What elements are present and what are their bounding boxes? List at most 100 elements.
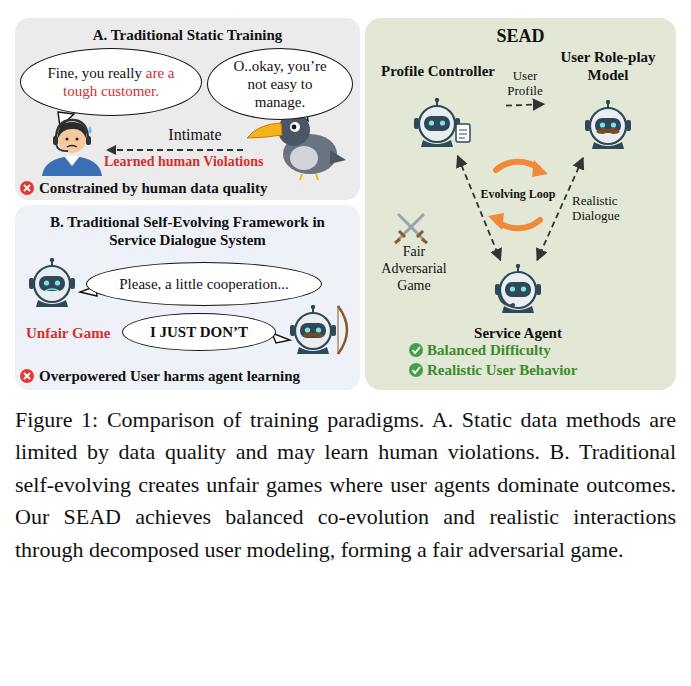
loop-label: Evolving Loop <box>478 187 558 201</box>
evolving-loop-arrows-part <box>498 220 540 228</box>
strong-user-robot-part <box>290 305 336 354</box>
text-holder: O..okay, you’re not easy to manage. <box>222 57 337 111</box>
crossed-swords-part <box>422 239 427 243</box>
cross-icon-part <box>20 181 34 195</box>
human-agent-figure-part <box>53 136 58 145</box>
text-holder: B. Traditional Self-Evolving Framework i… <box>50 213 326 249</box>
imitation-arrow-part <box>114 149 243 151</box>
robot-bird-figure-part <box>290 146 318 170</box>
agent-node: Service Agent <box>463 262 573 344</box>
panel-backgrounds-part <box>15 18 360 200</box>
agent-node: User Role-play Model <box>546 48 670 156</box>
speech-bubble: O..okay, you’re not easy to manage. <box>207 48 353 120</box>
speech-bubble: I JUST DON’T <box>122 313 276 351</box>
service-agent-robot <box>495 264 541 313</box>
human-agent-figure-part <box>56 120 88 140</box>
human-agent-figure-part <box>56 144 68 151</box>
crossed-swords-part <box>398 214 424 240</box>
evolving-loop-heads-part <box>532 160 548 177</box>
crossed-swords-part <box>398 214 424 240</box>
human-agent-figure-part <box>64 156 80 166</box>
check-icon-part <box>409 363 423 377</box>
human-agent-figure-part <box>76 138 79 141</box>
profile-controller-robot-part <box>456 124 470 142</box>
text-holder: Fine, you really are a tough customer. <box>39 64 183 100</box>
weak-agent-robot-part <box>45 289 59 291</box>
text-holder: A. Traditional Static Training <box>23 26 353 44</box>
drawback-note: Constrained by human data quality <box>39 179 339 197</box>
check-icon-part <box>409 343 423 357</box>
weak-agent-robot <box>29 258 75 307</box>
human-agent-figure-part <box>86 136 91 145</box>
arrow-label: Intimate <box>150 125 240 144</box>
game-label: Fair Adversarial Game <box>374 244 454 294</box>
panel-backgrounds-part <box>15 205 360 390</box>
edge-label: Realistic Dialogue <box>572 194 644 224</box>
dashed-connector <box>458 156 501 260</box>
profile-controller-robot <box>414 98 470 147</box>
panel-backgrounds-part <box>365 18 676 390</box>
cross-icon-part <box>20 369 34 383</box>
bubble-text: I JUST DON’T <box>150 324 248 340</box>
warning-label: Unfair Game <box>26 324 122 342</box>
benefit-note: Balanced Difficulty <box>427 341 657 359</box>
crossed-swords-part <box>417 231 423 237</box>
panel-title: SEAD <box>496 26 544 46</box>
service-agent-robot-part <box>495 264 541 313</box>
user-roleplay-robot-part <box>585 100 631 149</box>
profile-controller-robot-part <box>459 134 467 135</box>
crossed-swords-part <box>395 239 400 243</box>
robot-bird-figure-part <box>316 174 318 180</box>
text-holder: Profile Controller <box>372 62 504 80</box>
warning-label: Learned human Violations <box>104 154 274 171</box>
node-label: Service Agent <box>474 325 562 341</box>
robot-bird-figure-part <box>300 174 302 180</box>
bubble-text: O..okay, you’re not easy to manage. <box>233 58 326 110</box>
text-holder: Service Agent <box>463 324 573 342</box>
human-agent-figure-part <box>66 138 69 141</box>
panel-title: A. Traditional Static Training <box>93 27 283 43</box>
agent-node: Profile Controller <box>372 62 504 154</box>
speech-bubble: Fine, you really are a tough customer. <box>20 48 202 116</box>
profile-controller-robot-part <box>459 138 465 139</box>
speech-bubble: Please, a little cooperation... <box>86 262 322 306</box>
dashed-connector <box>506 104 544 105</box>
profile-controller-robot-part <box>459 130 467 131</box>
cross-icon-part <box>24 185 30 191</box>
human-agent-figure <box>42 120 102 176</box>
profile-controller-robot-part <box>414 98 460 147</box>
text-holder: User Role-play Model <box>546 48 670 84</box>
weak-agent-robot-part <box>29 258 75 307</box>
human-agent-figure-part <box>67 146 77 148</box>
human-agent-figure-part <box>89 126 92 134</box>
text-holder: Please, a little cooperation... <box>110 275 297 293</box>
robot-bird-figure-part <box>290 122 300 132</box>
crossed-swords <box>395 214 427 243</box>
bubble-text: Please, a little cooperation... <box>119 276 289 292</box>
panel-backgrounds <box>15 18 676 390</box>
strong-user-robot-part <box>338 306 347 354</box>
bubble-text: Fine, you really <box>47 65 142 81</box>
imitation-arrow <box>106 145 243 155</box>
drawback-note: Overpowered User harms agent learning <box>39 367 339 385</box>
imitation-arrow-part <box>106 145 116 155</box>
text-holder: SEAD <box>376 26 666 48</box>
strong-user-robot-part <box>302 332 324 337</box>
crossed-swords-part <box>399 231 405 237</box>
check-icon-part <box>413 347 421 353</box>
user-roleplay-robot <box>585 100 631 149</box>
check-icon-part <box>413 367 421 373</box>
panel-b: B. Traditional Self-Evolving Framework i… <box>15 205 360 390</box>
evolving-loop-heads-part <box>488 213 504 230</box>
panel-title: B. Traditional Self-Evolving Framework i… <box>50 214 325 248</box>
strong-user-robot-part <box>338 306 339 354</box>
figure-caption: Figure 1: Comparison of training paradig… <box>15 404 676 566</box>
robot-bird-figure-part <box>292 125 297 130</box>
strong-user-robot <box>290 305 347 354</box>
service-agent-robot-part <box>511 303 515 307</box>
node-label: Profile Controller <box>381 63 495 79</box>
evolving-loop-arrows-part <box>496 162 538 170</box>
human-agent-figure-part <box>42 156 102 176</box>
edge-label: User Profile <box>503 69 547 99</box>
